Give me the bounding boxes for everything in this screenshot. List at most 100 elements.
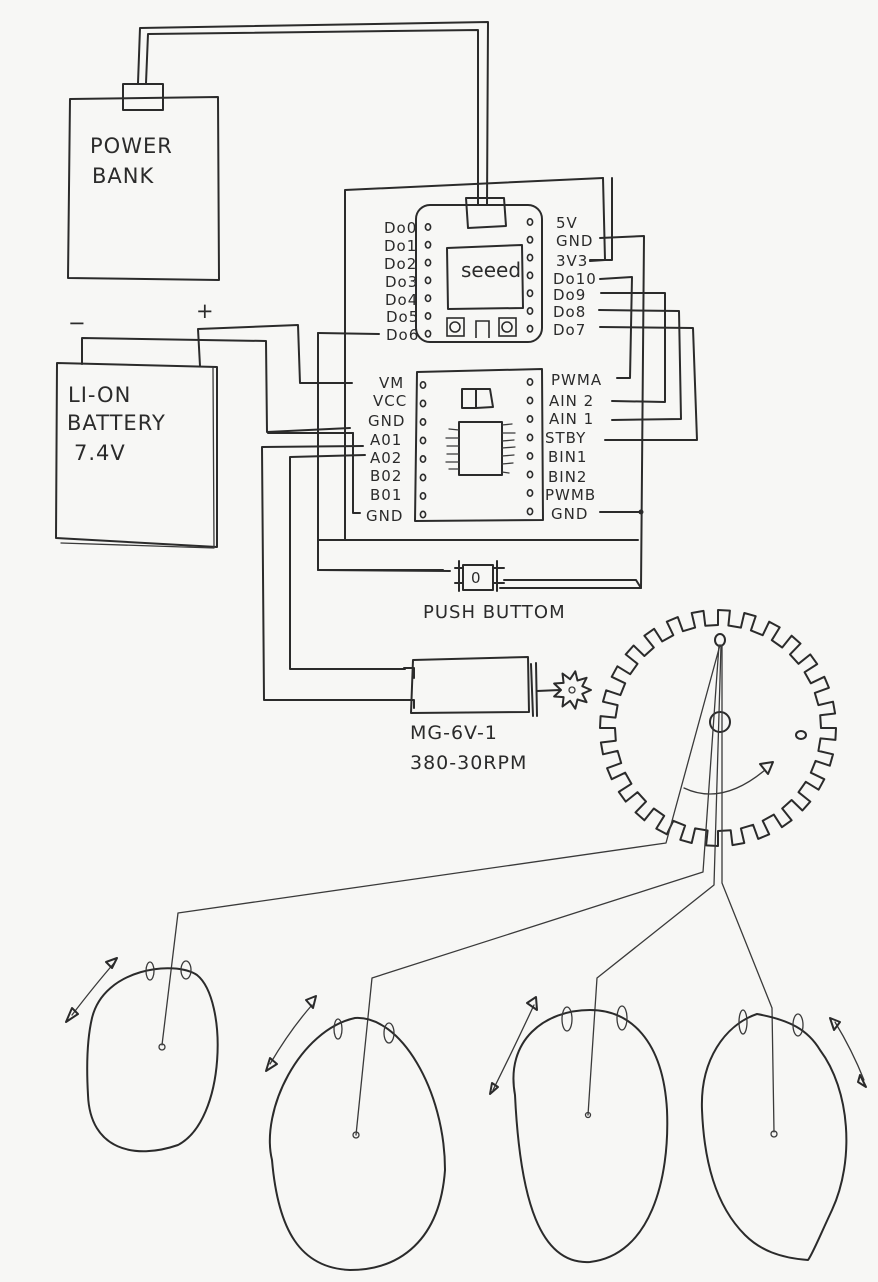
egg-ornament-4 bbox=[700, 1009, 867, 1261]
egg-ornament-1 bbox=[65, 957, 219, 1153]
seeed-usb-connector bbox=[465, 197, 507, 229]
motor-driver-board bbox=[414, 368, 544, 522]
seeed-button-left bbox=[449, 321, 461, 333]
pinion-shaft bbox=[568, 686, 576, 694]
pin-hole bbox=[424, 294, 432, 303]
pin-hole bbox=[419, 473, 427, 482]
battery-label-line3: 7.4V bbox=[74, 441, 126, 465]
strings bbox=[161, 644, 775, 1136]
gear-pin-hole bbox=[795, 730, 807, 740]
pin-hole bbox=[526, 218, 534, 227]
driver-pin-label: B01 bbox=[370, 486, 402, 504]
pin-hole bbox=[419, 454, 427, 463]
seeed-pin-label: Do4 bbox=[385, 291, 418, 309]
pin-hole bbox=[419, 380, 427, 389]
driver-right-pin-labels: PWMA AIN 2 AIN 1 STBY BIN1 BIN2 PWMB GND bbox=[545, 371, 602, 523]
swing-arrow bbox=[269, 1004, 313, 1065]
seeed-board: seeed bbox=[415, 197, 543, 343]
seeed-pin-label: Do9 bbox=[553, 286, 586, 304]
power-bank-label-line1: POWER bbox=[90, 134, 173, 158]
pin-hole bbox=[526, 396, 534, 405]
driver-pin-label: VM bbox=[379, 374, 404, 392]
driver-pin-label: BIN2 bbox=[548, 468, 587, 486]
seeed-pin-label: Do7 bbox=[553, 321, 586, 339]
pin-hole bbox=[526, 414, 534, 423]
seeed-chip bbox=[446, 244, 524, 310]
pin-hole bbox=[526, 451, 534, 460]
seeed-pin-label: GND bbox=[556, 232, 593, 250]
gear-center-axle bbox=[709, 711, 731, 733]
driver-pin-label: STBY bbox=[545, 429, 586, 447]
li-ion-battery: LI-ON BATTERY 7.4V − + bbox=[55, 299, 218, 549]
gear-teeth bbox=[599, 609, 837, 847]
driver-capacitor bbox=[461, 388, 494, 409]
motor-label-line1: MG-6V-1 bbox=[410, 722, 498, 744]
driver-pin-label: PWMB bbox=[545, 486, 596, 504]
power-bank-label-line2: BANK bbox=[92, 164, 154, 188]
pin-hole bbox=[424, 258, 432, 267]
battery-plus-terminal: + bbox=[196, 299, 215, 323]
driver-pin-label: BIN1 bbox=[548, 448, 587, 466]
rotation-arrow-head bbox=[759, 761, 774, 775]
pin-hole bbox=[526, 306, 534, 315]
driver-pin-label: PWMA bbox=[551, 371, 602, 389]
seeed-pin-label: 3V3 bbox=[556, 252, 588, 270]
motor-wires bbox=[261, 432, 413, 701]
seeed-pin-label: Do0 bbox=[384, 219, 417, 237]
battery-label-line1: LI-ON bbox=[68, 383, 131, 407]
gear-crank-pin bbox=[714, 633, 726, 647]
driver-ic-legs bbox=[445, 423, 516, 474]
pin-hole bbox=[526, 377, 534, 386]
pin-hole bbox=[424, 223, 432, 232]
seeed-pin-label: Do1 bbox=[384, 237, 417, 255]
pin-hole bbox=[424, 276, 432, 285]
seeed-pin-label: Do5 bbox=[386, 308, 419, 326]
driver-pin-label: GND bbox=[366, 507, 403, 525]
pin-hole bbox=[424, 240, 432, 249]
pinion-gear bbox=[553, 670, 592, 710]
dc-motor: MG-6V-1 380-30RPM bbox=[403, 656, 592, 774]
pin-hole bbox=[526, 324, 534, 333]
battery-label-line2: BATTERY bbox=[67, 411, 166, 435]
seeed-pin-label: Do6 bbox=[386, 326, 419, 344]
pin-hole bbox=[526, 271, 534, 280]
driver-ic-chip bbox=[458, 421, 503, 476]
seeed-pin-label: 5V bbox=[556, 214, 578, 232]
pin-hole bbox=[526, 470, 534, 479]
driver-left-pin-labels: VM VCC GND A01 A02 B02 B01 GND bbox=[366, 374, 406, 525]
battery-minus-terminal: − bbox=[68, 311, 87, 335]
seeed-button-right bbox=[501, 321, 513, 333]
driver-pin-label: A01 bbox=[370, 431, 402, 449]
motor-label-line2: 380-30RPM bbox=[410, 752, 527, 774]
seeed-right-pin-labels: 5V GND 3V3 Do10 Do9 Do8 Do7 bbox=[553, 214, 597, 339]
power-bank: POWER BANK bbox=[67, 83, 220, 281]
push-button-label: PUSH BUTTOM bbox=[423, 602, 566, 623]
driver-pin-label: GND bbox=[368, 412, 405, 430]
driver-pin-label: AIN 2 bbox=[549, 392, 594, 410]
pin-hole bbox=[526, 253, 534, 262]
seeed-pin-label: Do10 bbox=[553, 270, 597, 288]
power-bank-usb-port bbox=[122, 83, 164, 111]
swing-arrow bbox=[492, 1004, 535, 1091]
rotation-arrow bbox=[683, 769, 766, 795]
pin-hole bbox=[419, 399, 427, 408]
pin-hole bbox=[419, 417, 427, 426]
pin-hole bbox=[526, 289, 534, 298]
signal-wires bbox=[499, 177, 698, 589]
usb-cable bbox=[137, 21, 489, 206]
seeed-pin-label: Do2 bbox=[384, 255, 417, 273]
seeed-pin-label: Do3 bbox=[385, 273, 418, 291]
swing-arrow bbox=[834, 1021, 865, 1081]
egg-ornament-3 bbox=[489, 996, 669, 1264]
seeed-left-pin-labels: Do0 Do1 Do2 Do3 Do4 Do5 Do6 bbox=[384, 219, 419, 344]
pin-hole bbox=[419, 436, 427, 445]
pin-hole bbox=[526, 507, 534, 516]
pin-hole bbox=[424, 311, 432, 320]
push-button: 0 PUSH BUTTOM bbox=[317, 560, 642, 623]
seeed-logo: seeed bbox=[461, 258, 521, 282]
pin-hole bbox=[526, 488, 534, 497]
driver-pin-label: AIN 1 bbox=[549, 410, 594, 428]
push-button-symbol: 0 bbox=[471, 569, 482, 587]
pin-hole bbox=[424, 329, 432, 338]
driver-pin-label: A02 bbox=[370, 449, 402, 467]
